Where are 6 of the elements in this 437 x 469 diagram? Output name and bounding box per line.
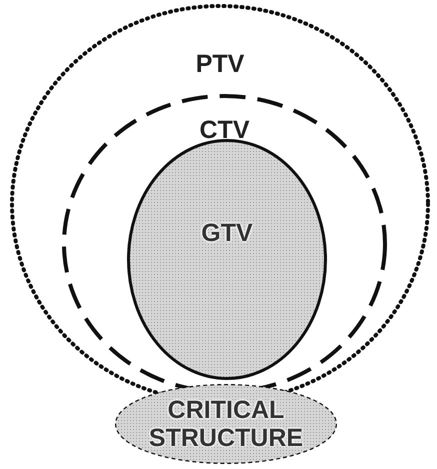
region-label: CTV (198, 116, 250, 144)
shaded-ellipse (127, 139, 327, 380)
shaded-ellipse (115, 384, 337, 464)
region-label: CRITICAL STRUCTURE (148, 396, 304, 452)
region-label: PTV (194, 50, 246, 78)
region-label: GTV (200, 219, 254, 247)
